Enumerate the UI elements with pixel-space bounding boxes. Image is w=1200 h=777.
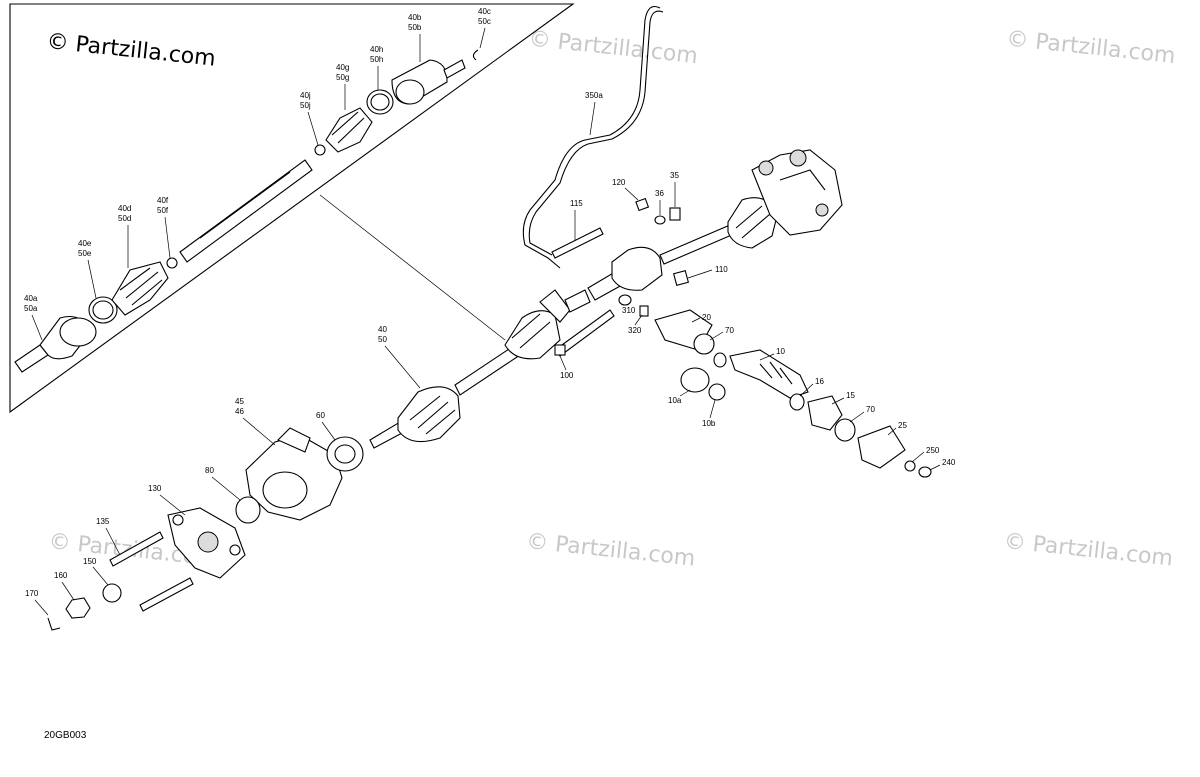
part-label-50e: 50e: [78, 249, 92, 258]
part-label-350a: 350a: [585, 91, 603, 100]
part-label-160: 160: [54, 571, 68, 580]
inset-labels: 40b 50b 40c 50c 40h 50h 40g 50g 40j 50j …: [24, 7, 491, 341]
part-label-10b: 10b: [702, 419, 716, 428]
part-label-320: 320: [628, 326, 642, 335]
part-label-50f: 50f: [157, 206, 169, 215]
inset-leader: [319, 194, 506, 341]
part-label-36: 36: [655, 189, 664, 198]
part-label-170: 170: [25, 589, 39, 598]
part-label-120: 120: [612, 178, 626, 187]
drive-shaft-assembly: [369, 289, 591, 449]
part-label-250: 250: [926, 446, 940, 455]
part-label-40g: 40g: [336, 63, 349, 72]
inset-panel: [9, 3, 575, 414]
part-label-50j: 50j: [300, 101, 311, 110]
part-label-40: 40: [378, 325, 387, 334]
part-label-100: 100: [560, 371, 574, 380]
part-label-40f: 40f: [157, 196, 169, 205]
part-label-115: 115: [570, 199, 583, 208]
part-label-16: 16: [815, 377, 824, 386]
part-label-20: 20: [702, 313, 711, 322]
right-axle-assembly: [587, 149, 843, 301]
part-label-40b: 40b: [408, 13, 422, 22]
part-label-40h: 40h: [370, 45, 383, 54]
copyright-text: © Partzilla.com: [45, 29, 216, 72]
part-label-25: 25: [898, 421, 907, 430]
watermark: © Partzilla.com: [1003, 529, 1174, 572]
part-label-45: 45: [235, 397, 244, 406]
part-label-10: 10: [776, 347, 785, 356]
main-labels: 40 50 350a 120 36 35 115 110 310 320 100…: [25, 91, 956, 616]
part-label-135: 135: [96, 517, 110, 526]
intermediate-parts: [654, 309, 932, 478]
watermark: © Partzilla.com: [1005, 26, 1176, 69]
part-label-80: 80: [205, 466, 214, 475]
part-label-40c: 40c: [478, 7, 491, 16]
part-label-70-upper: 70: [725, 326, 734, 335]
part-label-50: 50: [378, 335, 387, 344]
part-label-60: 60: [316, 411, 325, 420]
part-label-50c: 50c: [478, 17, 491, 26]
part-label-40e: 40e: [78, 239, 92, 248]
part-label-50b: 50b: [408, 23, 422, 32]
part-label-70-lower: 70: [866, 405, 875, 414]
knuckle-hub-assembly: [47, 427, 364, 631]
part-label-310: 310: [622, 306, 636, 315]
breather-hose: [522, 5, 661, 269]
part-label-130: 130: [148, 484, 162, 493]
part-label-50d: 50d: [118, 214, 131, 223]
part-label-40j: 40j: [300, 91, 311, 100]
axle-hardware: [551, 197, 690, 357]
part-label-40a: 40a: [24, 294, 38, 303]
inset-shaft-parts: [14, 49, 479, 373]
drawing-code: 20GB003: [44, 730, 87, 741]
part-label-15: 15: [846, 391, 855, 400]
part-label-150: 150: [83, 557, 97, 566]
part-label-35: 35: [670, 171, 679, 180]
part-label-50g: 50g: [336, 73, 349, 82]
part-label-50h: 50h: [370, 55, 383, 64]
part-label-240: 240: [942, 458, 956, 467]
part-label-46: 46: [235, 407, 244, 416]
watermark: © Partzilla.com: [528, 27, 699, 70]
part-label-110: 110: [715, 265, 728, 274]
part-label-40d: 40d: [118, 204, 131, 213]
part-label-50a: 50a: [24, 304, 38, 313]
part-label-10a: 10a: [668, 396, 682, 405]
watermark: © Partzilla.com: [525, 529, 696, 572]
